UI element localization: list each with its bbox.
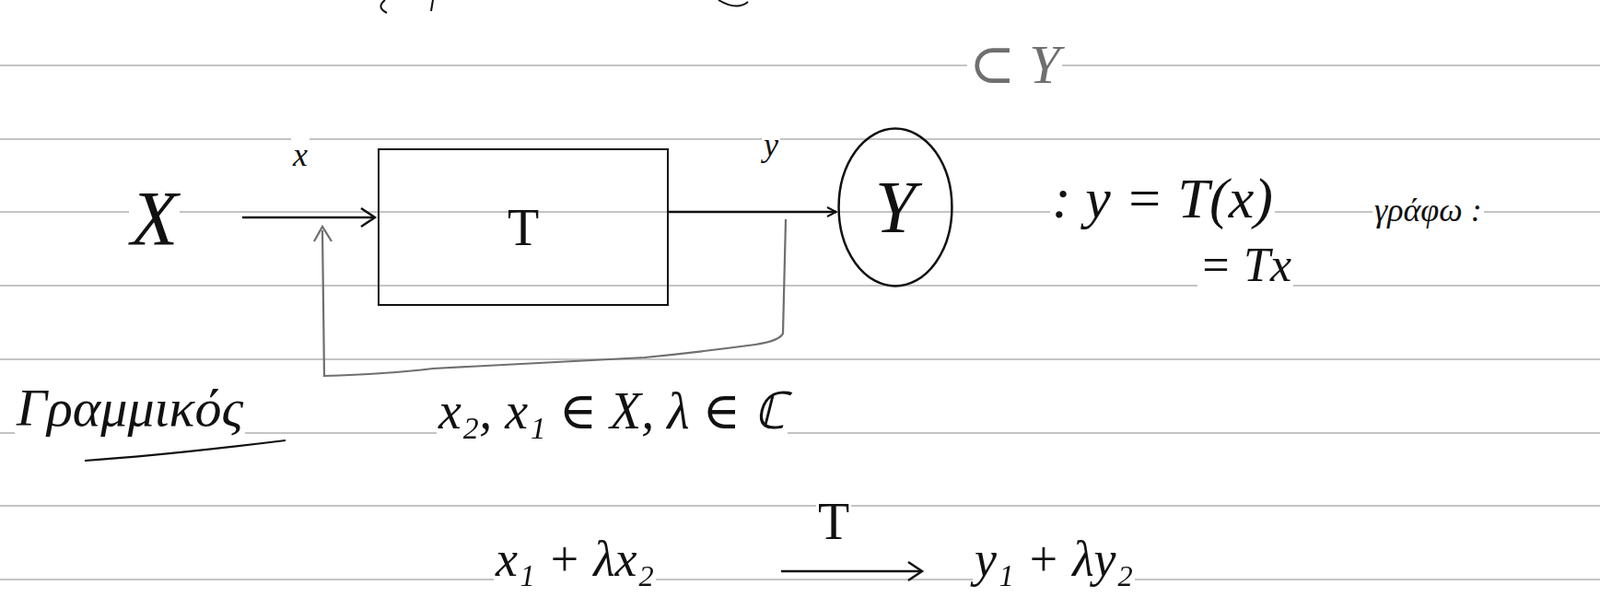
expression: x₁ + λx₂ [493,534,656,584]
equation: : y = T(x) [1050,169,1275,227]
operator-name: T [816,495,852,548]
feedback-arrowhead [314,226,332,242]
mapping-arrow [781,570,922,573]
expression: y₁ + λy₂ [972,534,1135,584]
signal-name: x [291,138,310,172]
note: γράφω : [1372,193,1484,227]
node-text: T [505,201,541,254]
ruled-lines [0,65,1600,580]
operator-box: T [377,148,669,306]
cut-bracket [380,0,387,13]
heading: Γραμμικός [14,381,246,435]
codomain-circle: Y [836,125,955,290]
cut-bracket [718,0,748,7]
equation: = Tx [1197,241,1294,290]
input-arrow [242,216,374,220]
subset-note: ⊂ Y [967,36,1063,93]
space-symbol: X [128,180,180,258]
underline [84,440,286,461]
output-arrow [668,210,837,214]
signal-name: y [761,128,781,162]
circle-outline [839,128,953,287]
cut-stroke [431,0,433,12]
mapping-arrowhead [908,561,923,581]
node-text: Y [873,170,919,245]
condition: x₂, x₁ ∈ X, λ ∈ ℂ [436,385,788,437]
input-arrowhead [361,208,375,227]
feedback-line [322,219,786,376]
